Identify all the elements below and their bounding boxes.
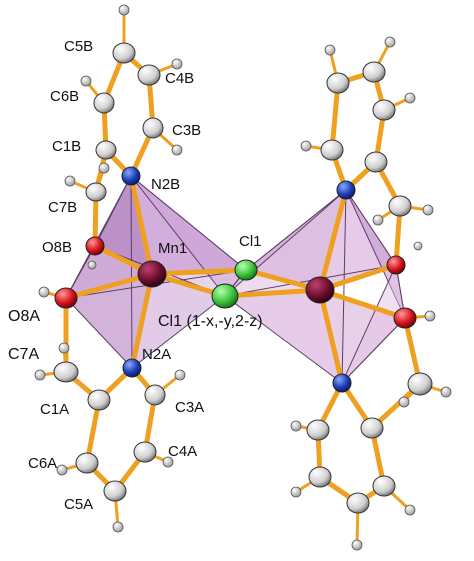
- label-cl1-symmetry: Cl1 (1-x,-y,2-z): [158, 313, 263, 330]
- hydrogen-atom: [38, 286, 50, 298]
- hydrogen-atom: [290, 420, 302, 432]
- hydrogen-atom: [404, 92, 416, 104]
- atom-labels: C5B C4B C6B C3B C1B N2B C7B O8B Mn1 Cl1 …: [8, 38, 263, 513]
- chlorine-atom-cl1: [234, 259, 258, 281]
- carbon-atoms: [53, 42, 433, 514]
- hydrogen-atom: [171, 144, 183, 156]
- label-c1b: C1B: [52, 138, 81, 155]
- hydrogen-atom: [413, 241, 423, 251]
- carbon-atom-c7a: [53, 361, 79, 383]
- label-c7b: C7B: [48, 199, 77, 216]
- carbon-atom: [326, 72, 350, 94]
- nitrogen-atom-n2b: [121, 166, 141, 186]
- oxygen-atom: [386, 255, 406, 275]
- carbon-atom-c1b: [95, 140, 117, 160]
- carbon-atom: [407, 372, 433, 396]
- hydrogen-atom: [98, 162, 110, 174]
- label-cl1: Cl1: [239, 233, 262, 250]
- nitrogen-atom: [336, 180, 356, 200]
- hydrogen-atom: [174, 369, 186, 381]
- label-c3b: C3B: [172, 122, 201, 139]
- label-n2b: N2B: [151, 176, 180, 193]
- hydrogen-atom: [300, 140, 312, 152]
- carbon-atom-c5b: [112, 42, 136, 64]
- hydrogen-atoms: [34, 4, 452, 551]
- hydrogen-atom: [56, 464, 68, 476]
- carbon-atom-c5a: [103, 480, 127, 502]
- label-c4b: C4B: [165, 70, 194, 87]
- hydrogen-atom: [34, 369, 46, 381]
- label-o8b: O8B: [42, 239, 72, 256]
- carbon-atom-c6a: [75, 452, 99, 474]
- oxygen-atom-o8a: [54, 287, 78, 309]
- label-c6b: C6B: [50, 88, 79, 105]
- hydrogen-atom: [404, 504, 416, 516]
- hydrogen-atom: [372, 214, 384, 226]
- label-c3a: C3A: [175, 399, 204, 416]
- label-n2a: N2A: [142, 346, 171, 363]
- carbon-atom-c6b: [93, 92, 115, 114]
- carbon-atom: [306, 419, 330, 441]
- chlorine-atom-cl1-symmetry: [211, 283, 239, 309]
- carbon-atom-c4b: [137, 64, 161, 86]
- label-c6a: C6A: [28, 455, 57, 472]
- hydrogen-atom: [324, 44, 336, 56]
- carbon-atom-c4a: [133, 441, 157, 463]
- carbon-atom: [364, 151, 388, 173]
- hydrogen-atom: [351, 539, 363, 551]
- oxygen-atom-o8b: [85, 236, 105, 256]
- carbon-atom: [360, 417, 384, 439]
- carbon-atom: [320, 139, 344, 161]
- carbon-atom-c1a: [87, 389, 111, 411]
- hydrogen-atom: [58, 342, 70, 354]
- carbon-atom: [362, 61, 386, 83]
- label-c5b: C5B: [64, 38, 93, 55]
- carbon-atom: [388, 195, 412, 217]
- carbon-atom-c3a: [144, 384, 166, 406]
- hydrogen-atom: [118, 4, 130, 16]
- hydrogen-atom: [424, 310, 436, 322]
- label-c7a: C7A: [8, 346, 39, 363]
- hydrogen-atom: [422, 204, 434, 216]
- carbon-atom: [372, 99, 396, 121]
- hydrogen-atom: [80, 75, 92, 87]
- heteroatoms: [54, 166, 417, 393]
- hydrogen-atom: [440, 386, 452, 398]
- manganese-atom-mn1: [137, 260, 167, 288]
- hydrogen-atom: [64, 175, 76, 187]
- label-mn1: Mn1: [158, 240, 187, 257]
- manganese-atom: [305, 276, 335, 304]
- hydrogen-atom: [112, 521, 124, 533]
- carbon-atom: [346, 492, 370, 514]
- label-c5a: C5A: [64, 496, 93, 513]
- carbon-atom-c3b: [142, 117, 164, 139]
- hydrogen-atom: [290, 486, 302, 498]
- hydrogen-atom: [171, 58, 183, 70]
- hydrogen-atom: [162, 456, 174, 468]
- carbon-atom: [308, 466, 332, 488]
- label-c1a: C1A: [40, 401, 69, 418]
- nitrogen-atom-n2a: [122, 358, 142, 378]
- hydrogen-atom: [87, 260, 97, 270]
- label-o8a: O8A: [8, 308, 40, 325]
- label-c4a: C4A: [168, 443, 197, 460]
- oxygen-atom: [393, 307, 417, 329]
- hydrogen-atom: [398, 396, 410, 408]
- carbon-atom-c7b: [85, 182, 107, 202]
- carbon-atom: [372, 475, 396, 497]
- hydrogen-atom: [384, 36, 396, 48]
- nitrogen-atom: [332, 373, 352, 393]
